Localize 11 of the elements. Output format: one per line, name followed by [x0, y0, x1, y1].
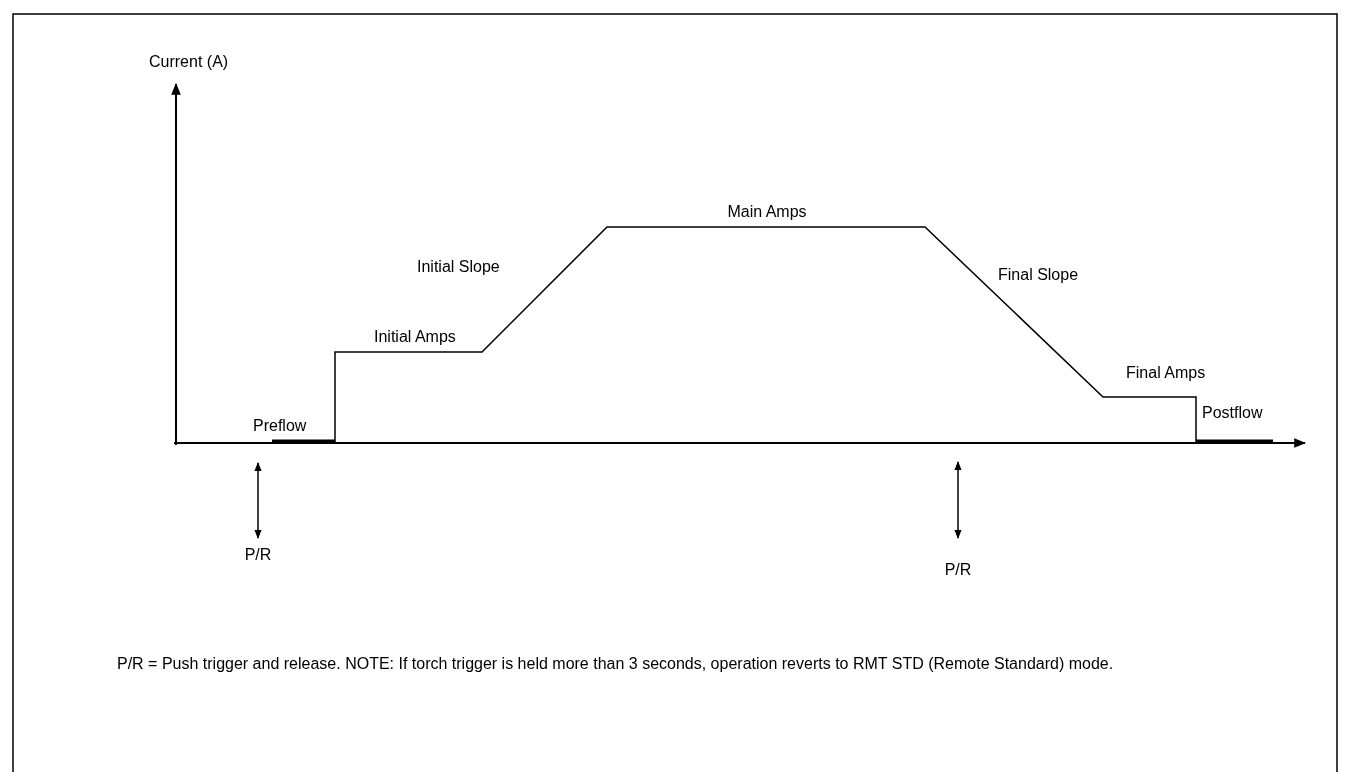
trigger-label: P/R: [944, 561, 972, 579]
segment-label: Postflow: [1202, 404, 1263, 422]
trigger-label: P/R: [244, 546, 272, 564]
axis-label: Current (A): [149, 53, 229, 71]
segment-label: Final Amps: [1126, 364, 1206, 382]
segment-label: Preflow: [253, 417, 307, 435]
segment-label: Final Slope: [998, 266, 1079, 284]
segment-label: Initial Amps: [374, 328, 456, 346]
segment-label: Main Amps: [727, 203, 807, 221]
note-text: P/R = Push trigger and release. NOTE: If torch trigger is held more than 3 seconds, operation reverts to RMT STD (Remote Standard) mode.: [117, 655, 1114, 673]
segment-label: Initial Slope: [417, 258, 500, 276]
